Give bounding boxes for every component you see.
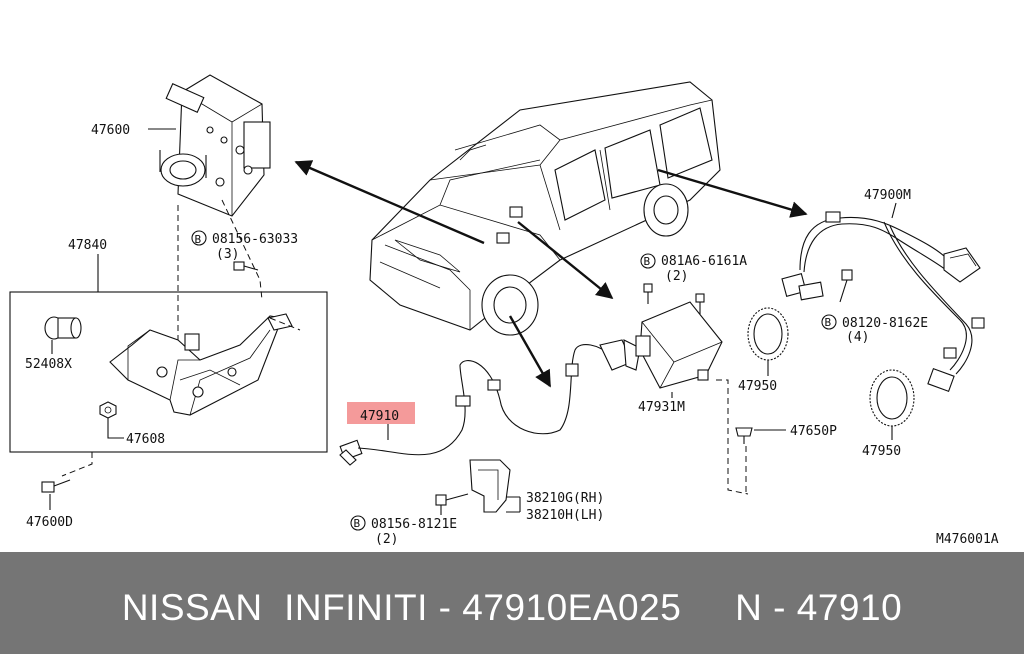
sensor-rotor-47950-a [747,307,789,361]
vehicle-suv [369,81,721,336]
label-38210g: 38210G(RH) [526,491,604,506]
label-47931m: 47931M [638,400,685,415]
label-08120-8162e: 08120-8162E [842,316,928,331]
bolt-icon [233,261,259,271]
label-081a6-6161a: 081A6-6161A [661,254,747,269]
label-47910: 47910 [360,409,399,424]
screw-icon [643,283,705,314]
label-38210h: 38210H(LH) [526,508,604,523]
diagram-reference-code: M476001A [936,532,999,547]
label-47950-a: 47950 [738,379,777,394]
arrow-to-sensor-rear [517,221,614,300]
label-08156-8121e: 08156-8121E [371,517,457,532]
label-47840: 47840 [68,238,107,253]
part-number-banner: NISSAN INFINITI - 47910EA025 N - 47910 [0,552,1024,654]
label-47650p: 47650P [790,424,837,439]
label-qty-2b: (2) [665,269,688,284]
bracket-assembly-box [9,291,328,453]
bolt-08156-8121e [435,493,469,506]
label-qty-4: (4) [846,330,869,345]
bracket-47840 [109,313,293,416]
label-47600d: 47600D [26,515,73,530]
arrow-to-rear-sensor [657,168,808,218]
svg-text:B: B [195,233,202,246]
bolt-rear-icon [839,269,853,303]
clip-47650p [735,427,753,444]
svg-text:B: B [825,316,832,329]
grommet-52408x [44,316,82,340]
bolt-symbol-08156-63033: B [191,230,207,246]
label-47600: 47600 [91,123,130,138]
arrow-to-actuator [294,160,485,245]
bolt-47600d [41,479,71,493]
rear-sensor-harness-47900m [781,211,985,392]
abs-actuator-47600 [159,74,271,217]
svg-text:B: B [644,255,651,268]
bolt-symbol-08156-8121e: B [350,515,366,531]
bolt-symbol-081a6-6161a: B [640,253,656,269]
label-47900m: 47900M [864,188,911,203]
label-highlight [347,402,415,424]
abs-parts-diagram: 47600 B 08156-63033 (3) 47840 52408X [9,74,999,547]
label-52408x: 52408X [25,357,72,372]
label-08156-63033: 08156-63033 [212,232,298,247]
control-unit-47931m [635,301,723,389]
svg-text:B: B [354,517,361,530]
label-qty-3: (3) [216,247,239,262]
sensor-rotor-47950-b [869,369,915,427]
bolt-symbol-08120-8162e: B [821,314,837,330]
bracket-38210 [469,459,511,513]
nut-47608 [99,401,117,419]
part-number-text: NISSAN INFINITI - 47910EA025 N - 47910 [121,587,903,628]
label-47608: 47608 [126,432,165,447]
arrow-to-front-sensor [508,315,552,388]
label-qty-2a: (2) [375,532,398,547]
label-47950-b: 47950 [862,444,901,459]
